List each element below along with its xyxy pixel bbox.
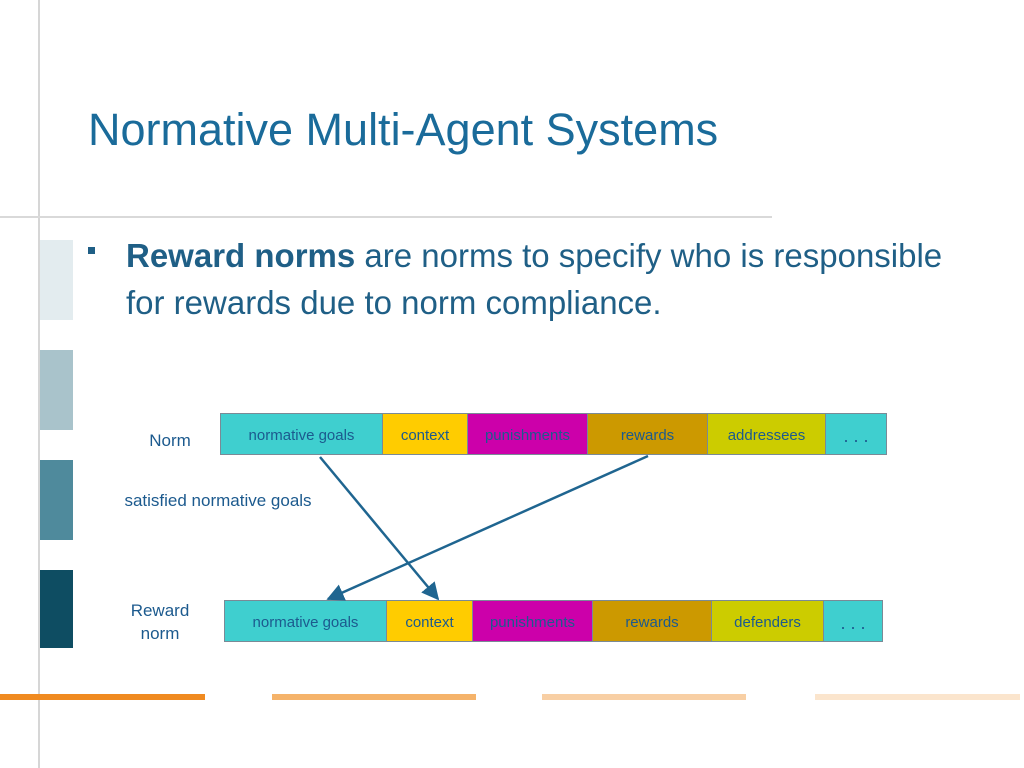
- arrow-rewards-to-goals: [326, 454, 649, 601]
- decor-square-4: [40, 570, 73, 648]
- middle-label: satisfied normative goals: [124, 491, 312, 510]
- arrow-goals-to-context: [319, 456, 440, 601]
- reward-label-line2: norm: [140, 624, 180, 643]
- reward-cell-defenders: defenders: [712, 601, 824, 641]
- decor-square-2: [40, 350, 73, 430]
- norm-cell-rewards: rewards: [588, 414, 708, 454]
- norm-row: normative goals context punishments rewa…: [220, 413, 887, 455]
- bullet-rest: are norms to specify who is responsible …: [126, 237, 943, 321]
- norm-label: Norm: [149, 431, 191, 450]
- reward-norm-label: Reward norm: [118, 599, 202, 645]
- orange-stripe-3: [542, 694, 746, 700]
- slide-title: Normative Multi-Agent Systems: [88, 104, 719, 155]
- orange-stripe-2: [272, 694, 476, 700]
- norm-cell-addressees: addressees: [708, 414, 826, 454]
- bullet-text: Reward norms are norms to specify who is…: [126, 232, 966, 326]
- reward-cell-ellipsis: . . .: [824, 601, 882, 641]
- reward-label-line1: Reward: [130, 601, 190, 620]
- norm-cell-normative-goals: normative goals: [221, 414, 383, 454]
- bullet-bold-term: Reward norms: [126, 237, 356, 274]
- title-underline-rule: [0, 216, 772, 218]
- reward-cell-rewards: rewards: [593, 601, 712, 641]
- reward-norm-row: normative goals context punishments rewa…: [224, 600, 883, 642]
- norm-cell-punishments: punishments: [468, 414, 588, 454]
- decor-square-1: [40, 240, 73, 320]
- norm-cell-context: context: [383, 414, 468, 454]
- decor-square-3: [40, 460, 73, 540]
- bullet-square-icon: [88, 247, 95, 254]
- reward-cell-normative-goals: normative goals: [225, 601, 387, 641]
- norm-cell-ellipsis: . . .: [826, 414, 886, 454]
- reward-cell-punishments: punishments: [473, 601, 593, 641]
- orange-stripe-4: [815, 694, 1020, 700]
- reward-cell-context: context: [387, 601, 473, 641]
- left-vertical-rule: [38, 0, 40, 768]
- orange-stripe-1: [0, 694, 205, 700]
